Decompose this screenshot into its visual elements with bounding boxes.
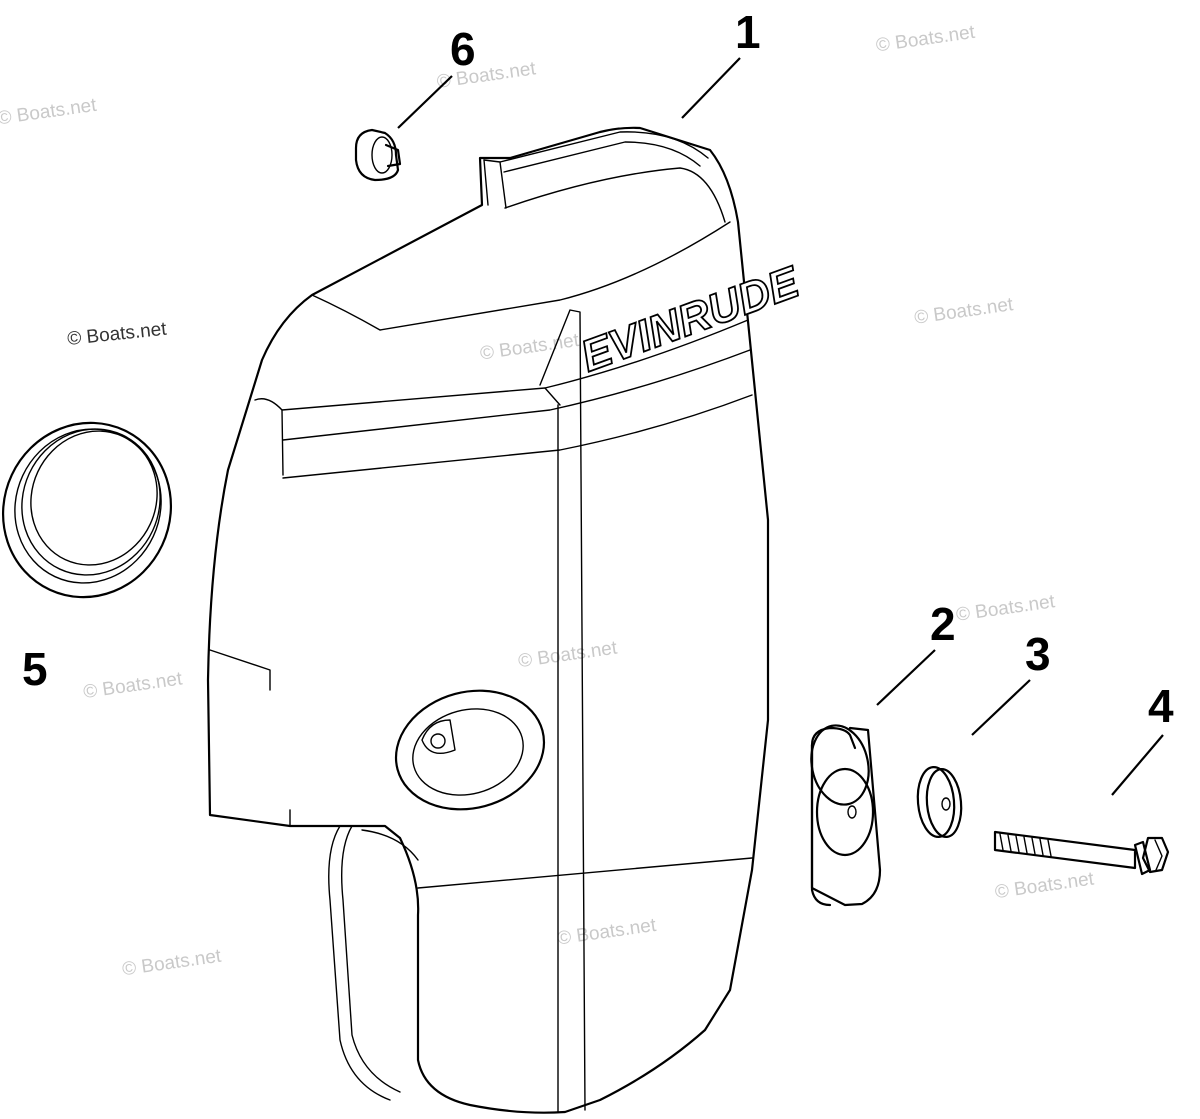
watermark-dark: © Boats.net [66,319,168,350]
leader-line-3 [971,679,1031,736]
brand-logo: EVINRUDE [574,256,808,382]
leader-lines [397,57,1164,796]
leader-line-4 [1111,734,1164,796]
callout-2: 2 [930,598,956,650]
watermark: © Boats.net [517,637,619,672]
part-5-seal [1,421,173,599]
leader-line-1 [681,57,741,119]
callout-4: 4 [1148,680,1174,732]
callout-6: 6 [450,23,476,75]
watermark: © Boats.net [479,330,581,365]
brand-logo-text: EVINRUDE [575,257,807,381]
watermark: © Boats.net [913,294,1015,329]
watermark: © Boats.net [875,22,977,57]
watermark: © Boats.net [955,591,1057,626]
callout-5: 5 [22,643,48,695]
watermark: © Boats.net [994,868,1096,903]
callouts: 1 2 3 4 5 6 [22,6,1174,732]
watermark: © Boats.net [556,915,658,950]
watermark-layer: © Boats.net © Boats.net © Boats.net © Bo… [0,22,1096,981]
watermark: © Boats.net [121,946,223,981]
part-3-washer [916,765,963,839]
callout-1: 1 [735,6,761,58]
part-2-spacer [810,724,882,907]
part-4-bolt [993,830,1170,876]
watermark: © Boats.net [0,95,99,130]
leader-line-2 [876,649,936,706]
watermark: © Boats.net [82,668,184,703]
callout-3: 3 [1025,628,1051,680]
part-6-plug [354,128,402,182]
part-1-cover: EVINRUDE [206,126,808,1114]
leader-line-6 [397,75,453,129]
